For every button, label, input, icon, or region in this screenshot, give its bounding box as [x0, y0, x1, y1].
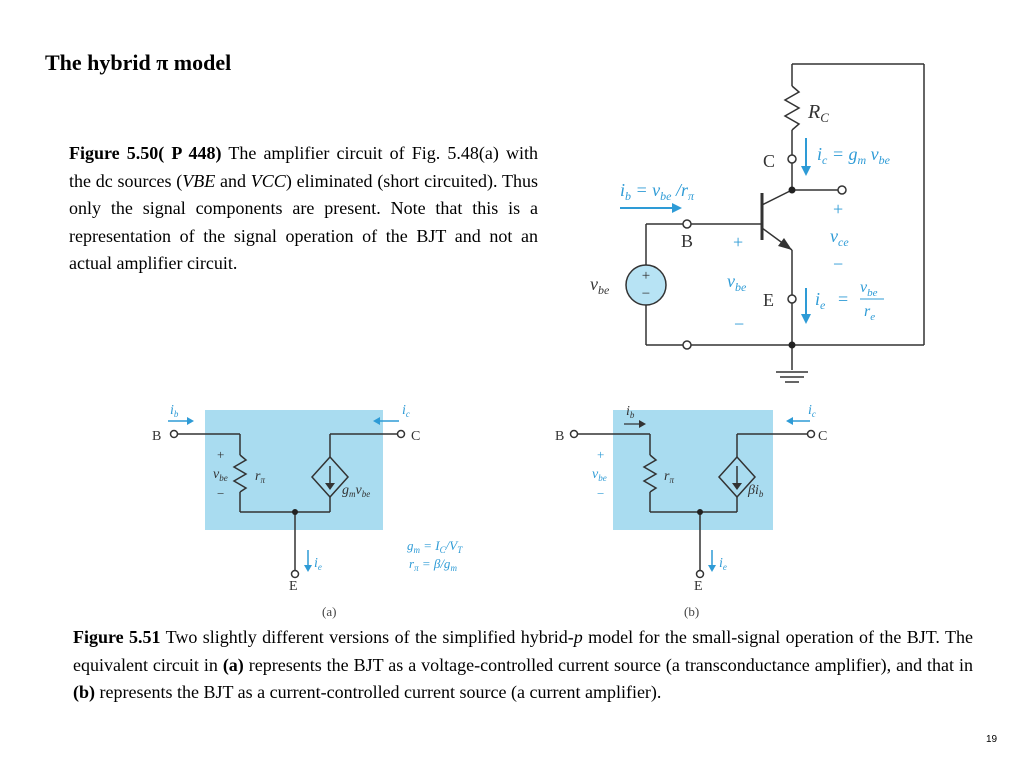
source-arrowhead: [325, 483, 335, 490]
vbe-label: vbe: [592, 467, 607, 483]
caption-label: Figure 5.51: [73, 627, 161, 647]
caption-b-ref: (b): [73, 682, 95, 702]
caption-vcc: VCC: [250, 170, 286, 191]
terminal-b: [169, 429, 179, 439]
ib-arrowhead: [639, 420, 646, 428]
gm-equation: gm = IC/VT: [407, 538, 463, 555]
junction: [292, 509, 298, 515]
caption-text: ) eliminated (short circuited). Thus onl…: [69, 170, 538, 274]
ic-equation: ic = gm vbe: [817, 144, 891, 167]
source-label: βib: [747, 483, 764, 499]
resistor-rc: [783, 85, 801, 131]
vce-label: vce: [830, 226, 849, 249]
e-label: E: [289, 579, 298, 594]
collector-label: C: [763, 151, 775, 171]
caption-text: represents the BJT as a current-controll…: [95, 682, 662, 702]
terminal-e: [290, 569, 300, 579]
junction: [788, 341, 796, 349]
resistor-rpi: [232, 454, 248, 493]
ic-arrowhead: [373, 417, 380, 425]
terminal-e: [695, 569, 705, 579]
vbe-minus: −: [597, 486, 604, 501]
vbe-plus: +: [597, 447, 604, 462]
base-label: B: [681, 231, 693, 251]
junction: [697, 509, 703, 515]
source-minus: −: [642, 286, 650, 302]
source-label: vbe: [590, 274, 610, 297]
caption-label: Figure 5.50( P 448): [69, 143, 222, 163]
caption-vbe: VBE: [182, 170, 216, 191]
emitter-arrow: [778, 238, 792, 250]
rc-label: RC: [807, 101, 829, 125]
rpi-label: rπ: [255, 469, 265, 485]
signal-source: [625, 264, 667, 306]
caption-p-letter: p: [573, 627, 583, 647]
ib-label: ib: [170, 403, 179, 419]
emitter-label: E: [763, 290, 774, 310]
page-number: 19: [986, 734, 998, 745]
caption-text: and: [215, 170, 251, 191]
vbe-plus: +: [217, 447, 224, 462]
terminal: [682, 219, 692, 229]
caption-text: The amplifier circuit of Fig. 5.48(a) wi…: [69, 143, 538, 191]
ic-arrowhead: [786, 417, 793, 425]
ib-equation: ib = vbe /rπ: [620, 180, 695, 203]
ie-equals: =: [838, 289, 848, 309]
vce-minus: −: [833, 254, 843, 274]
rpi-label: rπ: [664, 469, 674, 485]
resistor-rpi: [642, 454, 658, 493]
vce-plus: +: [833, 199, 843, 219]
terminal-b: [569, 429, 579, 439]
vbe-minus: −: [734, 314, 744, 334]
ic-arrowhead: [801, 166, 811, 176]
figure-5-51b-circuit: B C E ib ic ie + vbe − rπ βib (b): [555, 403, 827, 619]
terminal: [787, 294, 797, 304]
c-label: C: [411, 429, 420, 444]
slide-title: The hybrid π model: [45, 50, 232, 75]
ib-arrowhead: [187, 417, 194, 425]
vbe-label: vbe: [727, 271, 747, 294]
vbe-minus: −: [217, 486, 224, 501]
ie-arrowhead: [708, 565, 716, 572]
source-plus: +: [642, 268, 650, 284]
terminal: [787, 154, 797, 164]
junction: [788, 186, 796, 194]
terminal: [837, 185, 847, 195]
ie-label: ie: [314, 556, 322, 572]
c-label: C: [818, 429, 827, 444]
figure-5-51a-circuit: B C E ib ic ie + vbe − rπ gmvbe gm = IC/…: [152, 403, 463, 619]
ie-label: ie: [815, 289, 826, 312]
terminal-c: [806, 429, 816, 439]
terminal: [682, 340, 692, 350]
figure-5-51-caption: Figure 5.51 Two slightly different versi…: [73, 624, 973, 707]
transistor-collector: [761, 189, 793, 206]
ie-frac-den: re: [864, 303, 875, 323]
e-label: E: [694, 579, 703, 594]
ie-arrowhead: [304, 565, 312, 572]
caption-text: represents the BJT as a voltage-controll…: [243, 654, 974, 675]
vbe-label: vbe: [213, 467, 228, 483]
figure-5-50-caption: Figure 5.50( P 448) The amplifier circui…: [69, 140, 538, 278]
terminal-c: [396, 429, 406, 439]
caption-text: Two slightly different versions of the s…: [160, 627, 574, 647]
source-label: gmvbe: [342, 483, 370, 499]
vbe-plus: +: [733, 232, 743, 252]
ie-label: ie: [719, 556, 727, 572]
subfigure-b-caption: (b): [684, 604, 699, 619]
ic-label: ic: [808, 403, 816, 419]
b-label: B: [555, 429, 564, 444]
ib-arrowhead: [672, 203, 682, 213]
ic-label: ic: [402, 403, 410, 419]
ie-arrowhead: [801, 314, 811, 324]
rpi-equation: rπ = β/gm: [409, 556, 457, 573]
subfigure-a-caption: (a): [322, 604, 336, 619]
ie-frac-num: vbe: [860, 279, 878, 299]
b-label: B: [152, 429, 161, 444]
caption-text: model for the small-signal operation of …: [73, 627, 973, 675]
source-arrowhead: [732, 483, 742, 490]
caption-a-ref: (a): [222, 654, 244, 675]
ib-label: ib: [626, 404, 635, 420]
figure-5-50-circuit: + − RC C B E ic = gm vbe ib = vbe /rπ + …: [590, 63, 925, 383]
